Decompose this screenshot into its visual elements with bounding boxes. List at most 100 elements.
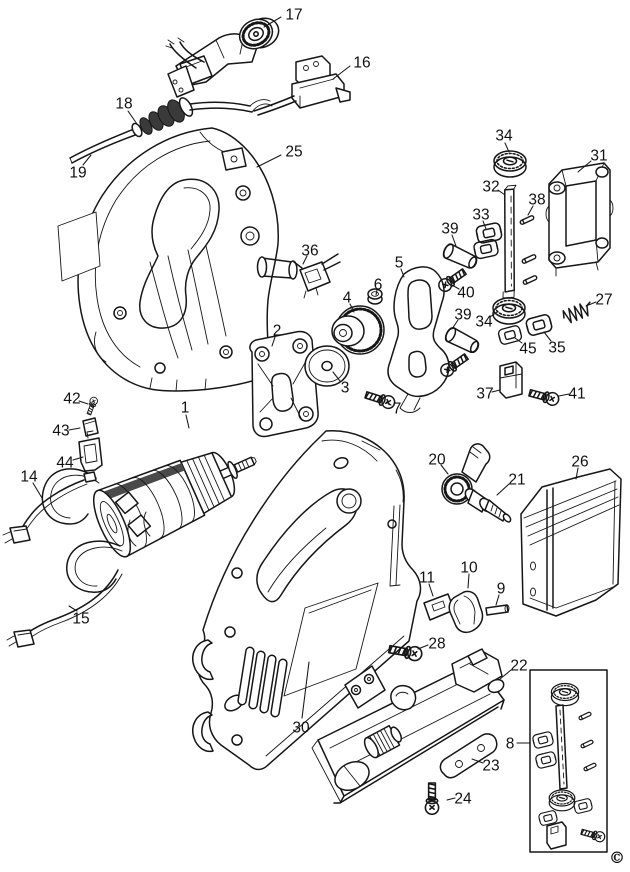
part-30-housing-right-half	[192, 430, 422, 771]
leader-line	[68, 605, 78, 612]
leader-line	[451, 284, 460, 290]
part-27-spring	[560, 299, 596, 326]
part-number-label: 19	[69, 165, 86, 182]
part-41-screw	[527, 385, 561, 408]
part-number-label: 42	[63, 391, 80, 408]
part-18-cable-boot	[69, 97, 273, 164]
part-23-clamp-plate	[439, 733, 498, 779]
part-blade-clamp-plate	[344, 665, 386, 709]
part-number-label: 41	[568, 386, 585, 403]
part-number-label: 20	[428, 452, 446, 469]
part-number-label: 24	[454, 791, 472, 808]
leader-line	[499, 669, 512, 680]
part-14-lead-wire	[2, 479, 88, 544]
part-number-label: 4	[343, 290, 352, 307]
part-20-tension-knob	[441, 443, 491, 505]
part-10-roller-bracket	[448, 590, 484, 634]
part-2-gear-plate	[249, 330, 319, 438]
part-number-label: 14	[20, 469, 38, 486]
part-36-wire-guide	[293, 253, 341, 299]
leader-line	[32, 482, 43, 499]
part-number-label: 38	[528, 192, 545, 209]
part-number-label: 11	[419, 570, 435, 587]
part-number-label: 36	[301, 243, 318, 260]
part-38-pin	[520, 253, 538, 265]
part-6-bushing	[367, 288, 383, 305]
leader-line	[349, 303, 355, 313]
leader-line	[332, 65, 351, 80]
part-5-guide-arm	[387, 266, 450, 413]
leader-line	[482, 220, 487, 230]
leader-line	[127, 110, 138, 125]
part-number-label: 39	[454, 307, 471, 324]
part-number-label: 34	[475, 314, 493, 331]
part-39-rivet	[440, 241, 480, 272]
leader-line	[489, 311, 498, 318]
part-number-label: 21	[508, 472, 525, 489]
part-43-carbon-brush	[82, 417, 99, 437]
leader-line	[467, 573, 470, 589]
leader-line	[256, 154, 282, 168]
leader-line	[491, 389, 501, 393]
part-number-label: 43	[52, 423, 69, 440]
leader-line	[78, 400, 89, 405]
leader-line	[263, 16, 282, 28]
leader-line	[82, 154, 92, 166]
part-number-label: 32	[482, 179, 499, 196]
leader-line	[428, 583, 434, 597]
part-34-roller-bottom	[492, 297, 526, 325]
leader-line	[185, 414, 190, 429]
part-number-label: 9	[497, 581, 506, 598]
part-1-motor-armature	[41, 451, 257, 593]
blank-callout-box	[57, 211, 101, 282]
leader-line	[440, 464, 449, 475]
part-16-switch	[253, 55, 351, 116]
leader-line	[375, 289, 378, 296]
part-38-pin	[518, 214, 536, 226]
part-number-label: 7	[393, 401, 402, 418]
part-37-blade-holder-block	[499, 361, 523, 399]
part-31-support-bracket	[545, 162, 614, 277]
part-42-brush-screw	[84, 395, 100, 417]
leader-line	[575, 467, 579, 480]
part-24-screw	[424, 782, 440, 816]
leader-line	[497, 189, 506, 196]
part-9-pin	[485, 604, 510, 616]
part-number-label: 23	[482, 758, 499, 775]
part-22-shoe-assembly	[311, 648, 505, 804]
leader-line	[471, 758, 484, 764]
part-number-label: 31	[590, 148, 607, 165]
part-number-label: 26	[571, 454, 588, 471]
part-number-label: 2	[273, 323, 282, 340]
part-number-label: 6	[374, 277, 383, 294]
leader-line	[577, 160, 592, 173]
leader-line	[496, 483, 510, 496]
part-8-service-kit	[529, 669, 608, 853]
part-26-guard-cover	[520, 468, 622, 617]
leader-line	[302, 255, 308, 265]
leader-line	[514, 337, 523, 344]
part-17-speed-dial-assembly	[165, 17, 280, 98]
part-7-screw	[363, 388, 398, 411]
part-number-label: 5	[395, 255, 404, 272]
part-44-brush-holder	[78, 430, 103, 472]
part-34-roller-top	[493, 150, 527, 178]
part-number-label: 28	[428, 636, 445, 653]
part-32-guide-rod	[502, 184, 517, 299]
part-number-label: 18	[115, 96, 132, 113]
leader-line	[271, 336, 276, 347]
part-number-label: 34	[495, 128, 513, 145]
part-number-label: 10	[460, 560, 478, 577]
part-number-label: 25	[285, 144, 302, 161]
part-15-lead-wire	[6, 569, 123, 648]
part-number-label: 22	[510, 658, 527, 675]
part-number-label: 37	[476, 386, 493, 403]
part-number-label: 15	[72, 611, 89, 628]
part-38-pin	[521, 274, 539, 286]
part-number-label: 3	[341, 380, 350, 397]
part-number-label: 8	[506, 736, 515, 753]
leader-line	[332, 371, 341, 382]
part-3-washer	[304, 345, 350, 387]
